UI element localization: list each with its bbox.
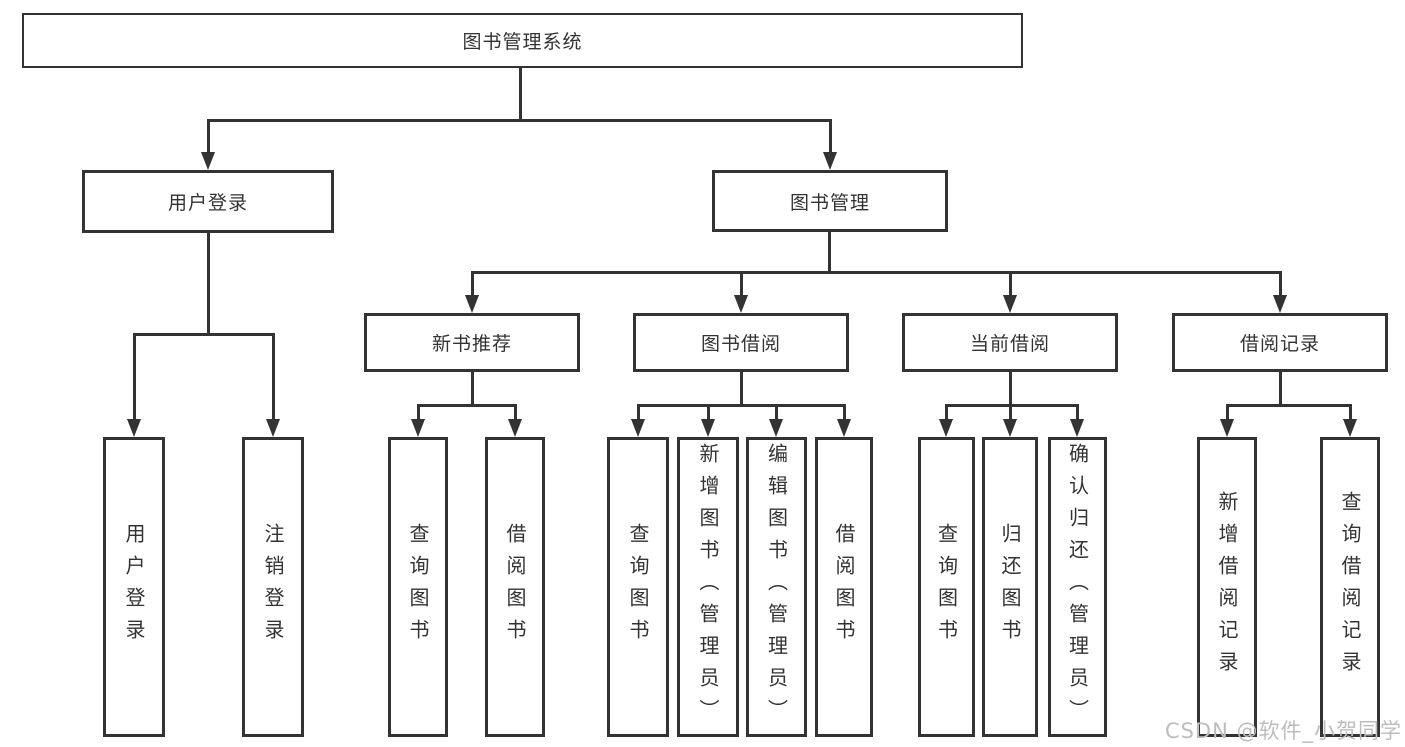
connector-line (133, 333, 275, 336)
connector-line (740, 271, 743, 297)
watermark: CSDN @软件_小贺同学 (1164, 719, 1402, 743)
connector-line (471, 372, 474, 407)
connector-line (843, 404, 846, 421)
connector-line (637, 404, 846, 407)
arrow-down-icon (769, 419, 783, 437)
connector-line (133, 333, 136, 421)
node-user-login: 用户登录 (82, 170, 334, 233)
node-leaf-query-books-borrow-label: 查询图书 (626, 523, 650, 651)
connector-line (945, 404, 1079, 407)
node-leaf-logout-label: 注销登录 (261, 523, 285, 651)
connector-line (207, 119, 210, 154)
connector-line (1009, 404, 1012, 421)
arrow-down-icon (1070, 419, 1084, 437)
connector-line (1009, 271, 1012, 297)
arrow-down-icon (201, 152, 215, 170)
connector-line (707, 404, 710, 421)
connector-line (207, 119, 832, 122)
node-root-label: 图书管理系统 (462, 31, 583, 53)
arrow-down-icon (1003, 419, 1017, 437)
arrow-down-icon (411, 419, 425, 437)
node-leaf-add-books-admin-label: 新增图书（管理员） (696, 443, 720, 731)
node-leaf-query-books-current: 查询图书 (918, 437, 975, 737)
node-leaf-add-borrow-record: 新增借阅记录 (1197, 437, 1257, 737)
node-borrow-records: 借阅记录 (1172, 313, 1388, 372)
node-book-borrow-label: 图书借阅 (700, 333, 781, 355)
arrow-down-icon (701, 419, 715, 437)
connector-line (471, 271, 1282, 274)
connector-line (1349, 404, 1352, 421)
node-leaf-add-borrow-record-label: 新增借阅记录 (1215, 491, 1239, 683)
node-leaf-confirm-return-admin-label: 确认归还（管理员） (1065, 443, 1090, 731)
connector-line (829, 119, 832, 154)
arrow-down-icon (1220, 419, 1234, 437)
connector-line (637, 404, 640, 421)
node-book-management: 图书管理 (712, 170, 948, 232)
node-new-book-recommend-label: 新书推荐 (431, 333, 512, 355)
node-leaf-add-books-admin: 新增图书（管理员） (677, 437, 739, 737)
arrow-down-icon (465, 295, 479, 313)
node-leaf-query-borrow-record: 查询借阅记录 (1320, 437, 1380, 737)
node-leaf-confirm-return-admin: 确认归还（管理员） (1048, 437, 1107, 737)
node-leaf-query-books-recommend: 查询图书 (388, 437, 448, 737)
connector-line (740, 372, 743, 407)
connector-line (519, 68, 522, 122)
node-leaf-borrow-books-recommend-label: 借阅图书 (503, 523, 527, 651)
arrow-down-icon (266, 419, 280, 437)
connector-line (1279, 372, 1282, 407)
connector-line (1009, 372, 1012, 407)
node-leaf-borrow-books-label: 借阅图书 (832, 523, 856, 651)
connector-line (1226, 404, 1229, 421)
node-leaf-query-books-borrow: 查询图书 (607, 437, 669, 737)
node-leaf-query-books-current-label: 查询图书 (934, 523, 959, 651)
arrow-down-icon (823, 152, 837, 170)
node-root: 图书管理系统 (22, 13, 1023, 68)
node-leaf-edit-books-admin-label: 编辑图书（管理员） (764, 443, 789, 731)
connector-line (828, 232, 831, 274)
node-borrow-records-label: 借阅记录 (1239, 333, 1320, 355)
node-book-borrow: 图书借阅 (633, 313, 849, 372)
node-leaf-query-books-recommend-label: 查询图书 (406, 523, 430, 651)
connector-line (514, 404, 517, 421)
node-current-borrow: 当前借阅 (902, 313, 1118, 372)
connector-line (1226, 404, 1352, 407)
arrow-down-icon (734, 295, 748, 313)
connector-line (272, 333, 275, 421)
node-current-borrow-label: 当前借阅 (969, 333, 1050, 355)
node-leaf-user-login-label: 用户登录 (122, 523, 146, 651)
node-user-login-label: 用户登录 (167, 192, 248, 214)
arrow-down-icon (1003, 295, 1017, 313)
arrow-down-icon (1273, 295, 1287, 313)
arrow-down-icon (508, 419, 522, 437)
connector-line (207, 233, 210, 336)
node-leaf-borrow-books-recommend: 借阅图书 (485, 437, 545, 737)
node-leaf-return-books: 归还图书 (982, 437, 1038, 737)
arrow-down-icon (631, 419, 645, 437)
connector-line (417, 404, 517, 407)
node-book-management-label: 图书管理 (789, 191, 870, 214)
node-leaf-logout: 注销登录 (242, 437, 304, 737)
connector-line (1076, 404, 1079, 421)
node-leaf-edit-books-admin: 编辑图书（管理员） (746, 437, 807, 737)
node-new-book-recommend: 新书推荐 (364, 313, 580, 372)
arrow-down-icon (939, 419, 953, 437)
node-leaf-query-borrow-record-label: 查询借阅记录 (1338, 491, 1362, 683)
arrow-down-icon (1343, 419, 1357, 437)
connector-line (471, 271, 474, 297)
connector-line (945, 404, 948, 421)
connector-line (1279, 271, 1282, 297)
arrow-down-icon (837, 419, 851, 437)
arrow-down-icon (127, 419, 141, 437)
connector-line (417, 404, 420, 421)
node-leaf-borrow-books: 借阅图书 (815, 437, 873, 737)
connector-line (775, 404, 778, 421)
node-leaf-user-login: 用户登录 (103, 437, 165, 737)
node-leaf-return-books-label: 归还图书 (998, 523, 1022, 651)
